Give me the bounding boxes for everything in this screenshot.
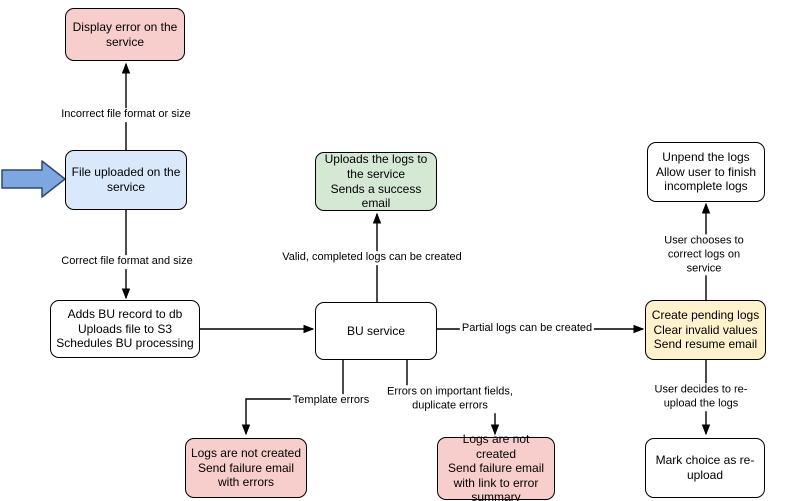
node-mark-choice-reupload[interactable]: Mark choice as re- upload: [645, 438, 765, 498]
edge-label-important-field-errors: Errors on important fields, duplicate er…: [385, 385, 515, 413]
edge-label-incorrect-format: Incorrect file format or size: [59, 108, 193, 122]
edge-label-user-reuploads: User decides to re-upload the logs: [651, 383, 751, 411]
edge-label-correct-format: Correct file format and size: [59, 255, 195, 269]
node-create-pending-logs[interactable]: Create pending logs Clear invalid values…: [645, 300, 766, 360]
edge-label-valid-logs: Valid, completed logs can be created: [280, 251, 464, 265]
edge-label-user-corrects: User chooses to correct logs on service: [655, 234, 753, 276]
node-adds-bu-record[interactable]: Adds BU record to db Uploads file to S3 …: [50, 300, 200, 358]
entry-arrow-icon[interactable]: [1, 160, 66, 198]
node-display-error[interactable]: Display error on the service: [65, 8, 185, 61]
node-uploads-logs-success[interactable]: Uploads the logs to the service Sends a …: [315, 152, 437, 211]
node-logs-not-created-summary[interactable]: Logs are not created Send failure email …: [437, 432, 555, 501]
node-file-uploaded[interactable]: File uploaded on the service: [65, 150, 187, 210]
node-logs-not-created-errors[interactable]: Logs are not created Send failure email …: [185, 438, 307, 498]
node-bu-service[interactable]: BU service: [315, 302, 437, 360]
node-unpend-logs[interactable]: Unpend the logs Allow user to finish inc…: [647, 142, 765, 202]
edge-label-partial-logs: Partial logs can be created: [459, 322, 595, 336]
edge-label-template-errors: Template errors: [290, 394, 372, 408]
